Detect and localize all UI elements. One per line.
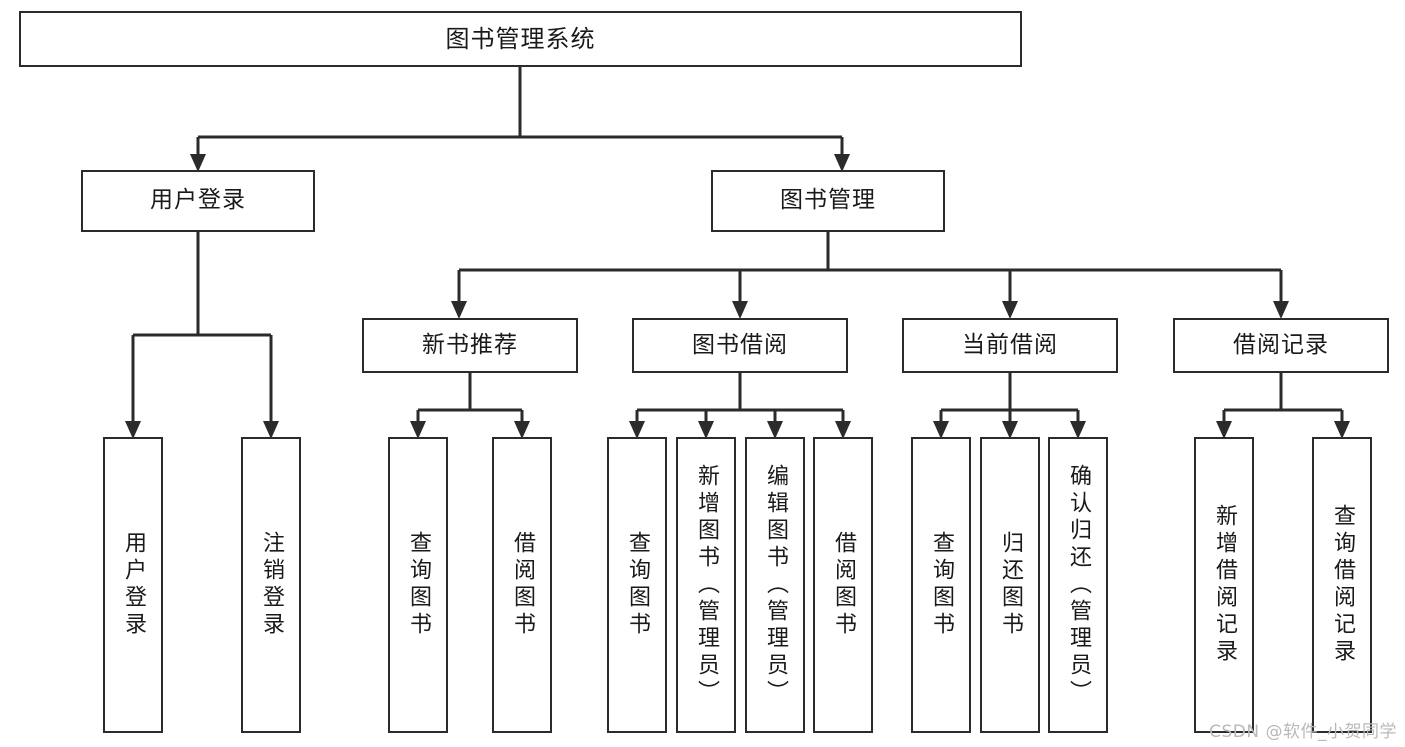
- node-book-borrow[interactable]: 图书借阅: [632, 318, 848, 373]
- node-label: 用户登录: [121, 531, 146, 639]
- node-label: 图书借阅: [692, 331, 788, 358]
- node-label: 新增借阅记录: [1212, 504, 1237, 666]
- leaf-current-query-book[interactable]: 查询图书: [911, 437, 971, 733]
- leaf-borrow-add-book[interactable]: 新增图书（管理员）: [676, 437, 736, 733]
- node-root-system[interactable]: 图书管理系统: [19, 11, 1022, 67]
- leaf-borrow-edit-book[interactable]: 编辑图书（管理员）: [745, 437, 805, 733]
- node-label: 图书管理: [780, 187, 876, 214]
- leaf-new-book-borrow[interactable]: 借阅图书: [492, 437, 552, 733]
- node-current-borrow[interactable]: 当前借阅: [902, 318, 1118, 373]
- node-label: 查询图书: [625, 531, 650, 639]
- node-label: 确认归还（管理员）: [1066, 463, 1091, 707]
- leaf-new-book-query[interactable]: 查询图书: [388, 437, 448, 733]
- node-label: 图书管理系统: [445, 24, 596, 53]
- arrowheads: [125, 154, 1350, 439]
- leaf-current-confirm-return[interactable]: 确认归还（管理员）: [1048, 437, 1108, 733]
- node-label: 查询图书: [929, 531, 954, 639]
- node-new-book-recommend[interactable]: 新书推荐: [362, 318, 578, 373]
- leaf-borrow-query-book[interactable]: 查询图书: [607, 437, 667, 733]
- leaf-record-query[interactable]: 查询借阅记录: [1312, 437, 1372, 733]
- node-borrow-record[interactable]: 借阅记录: [1173, 318, 1389, 373]
- node-label: 借阅图书: [831, 531, 856, 639]
- node-label: 借阅记录: [1233, 331, 1329, 358]
- node-label: 查询借阅记录: [1330, 504, 1355, 666]
- node-label: 借阅图书: [510, 531, 535, 639]
- node-user-login[interactable]: 用户登录: [81, 170, 315, 232]
- node-label: 编辑图书（管理员）: [763, 463, 788, 707]
- node-label: 归还图书: [998, 531, 1023, 639]
- leaf-current-return-book[interactable]: 归还图书: [980, 437, 1040, 733]
- node-label: 用户登录: [150, 187, 246, 214]
- leaf-borrow-borrow-book[interactable]: 借阅图书: [813, 437, 873, 733]
- node-label: 注销登录: [259, 531, 284, 639]
- leaf-logout[interactable]: 注销登录: [241, 437, 301, 733]
- watermark-text: CSDN @软件_小贺同学: [1209, 722, 1397, 742]
- node-book-management[interactable]: 图书管理: [711, 170, 945, 232]
- node-label: 查询图书: [406, 531, 431, 639]
- node-label: 新书推荐: [422, 331, 518, 358]
- leaf-user-login[interactable]: 用户登录: [103, 437, 163, 733]
- node-label: 新增图书（管理员）: [694, 463, 719, 707]
- node-label: 当前借阅: [962, 331, 1058, 358]
- leaf-record-add[interactable]: 新增借阅记录: [1194, 437, 1254, 733]
